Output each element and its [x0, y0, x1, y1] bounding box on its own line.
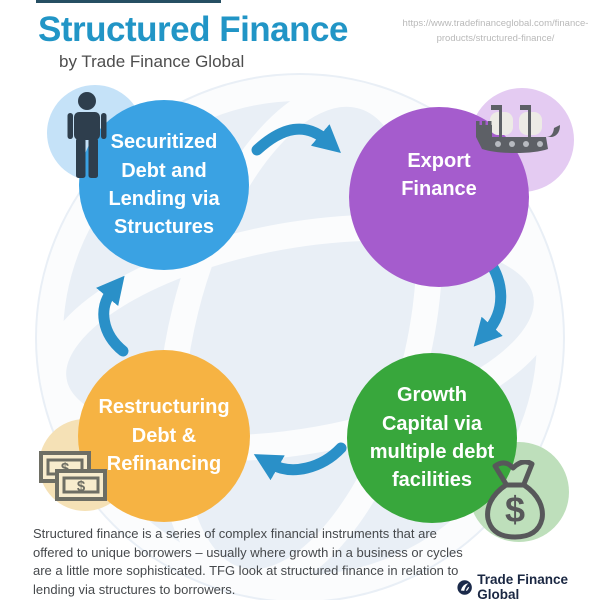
- top-accent-bar: [36, 0, 221, 3]
- tfg-logo: Trade Finance Global: [457, 572, 600, 600]
- page-title: Structured Finance: [38, 10, 348, 49]
- svg-text:$: $: [61, 460, 70, 477]
- node-securitized-debt: Securitized Debt and Lending via Structu…: [79, 100, 249, 270]
- svg-text:$: $: [505, 489, 525, 530]
- source-url-link[interactable]: https://www.tradefinanceglobal.com/finan…: [402, 18, 589, 44]
- page-subtitle: by Trade Finance Global: [59, 52, 245, 71]
- node-label-export: Export Finance: [401, 149, 477, 200]
- svg-text:$: $: [77, 478, 86, 495]
- description-text: Structured finance is a series of comple…: [33, 526, 463, 598]
- person-icon: [67, 92, 107, 178]
- node-label-securitized: Securitized Debt and Lending via Structu…: [108, 131, 220, 239]
- logo-text: Trade Finance Global: [477, 572, 569, 600]
- ship-icon: [476, 105, 560, 153]
- arrow-top-icon: [251, 123, 341, 156]
- arrow-bottom-icon: [253, 442, 347, 481]
- node-growth-capital: Growth Capital via multiple debt facilit…: [347, 353, 517, 523]
- tfg-globe-icon: [457, 579, 472, 595]
- node-label-growth: Growth Capital via multiple debt facilit…: [369, 384, 495, 492]
- arrow-left-icon: [96, 275, 129, 357]
- money-bag-icon: $: [485, 460, 545, 540]
- node-label-restructuring: Restructuring Debt & Refinancing: [98, 396, 230, 476]
- banknotes-icon: $ $: [39, 451, 107, 501]
